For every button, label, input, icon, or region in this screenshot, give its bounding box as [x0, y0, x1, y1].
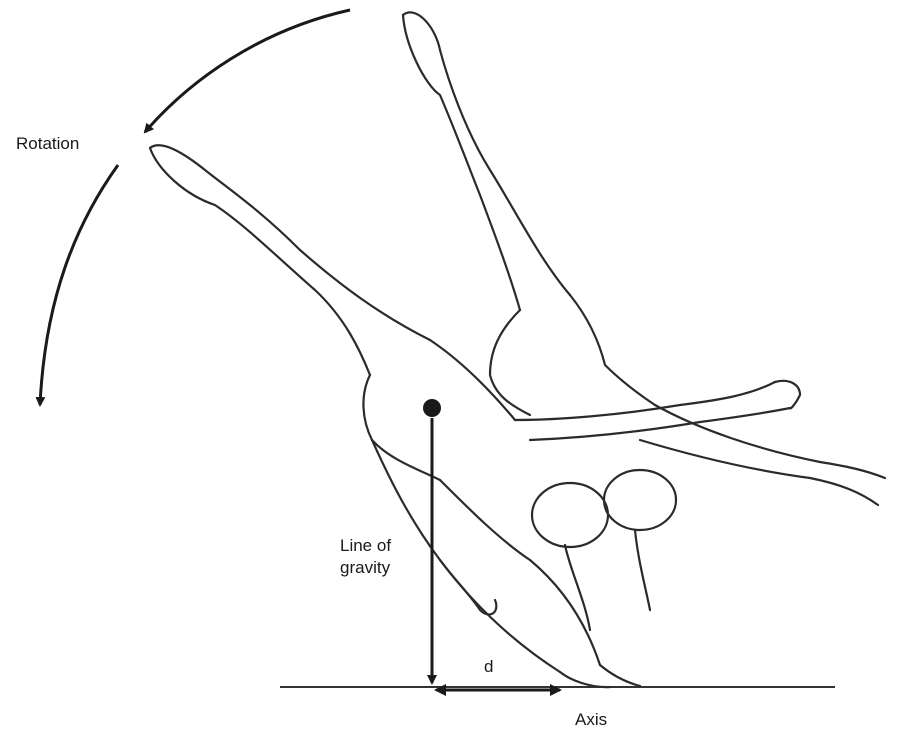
distance-label: d — [484, 656, 493, 678]
line-of-gravity-label: Line of gravity — [340, 535, 391, 579]
rotation-label: Rotation — [16, 133, 79, 155]
rotation-arrow — [40, 10, 350, 405]
gymnast-figure — [150, 12, 885, 687]
line-of-gravity-label-line2: gravity — [340, 557, 391, 579]
line-of-gravity-label-line1: Line of — [340, 535, 391, 557]
axis-label: Axis — [575, 709, 607, 731]
center-of-gravity-dot — [423, 399, 441, 417]
